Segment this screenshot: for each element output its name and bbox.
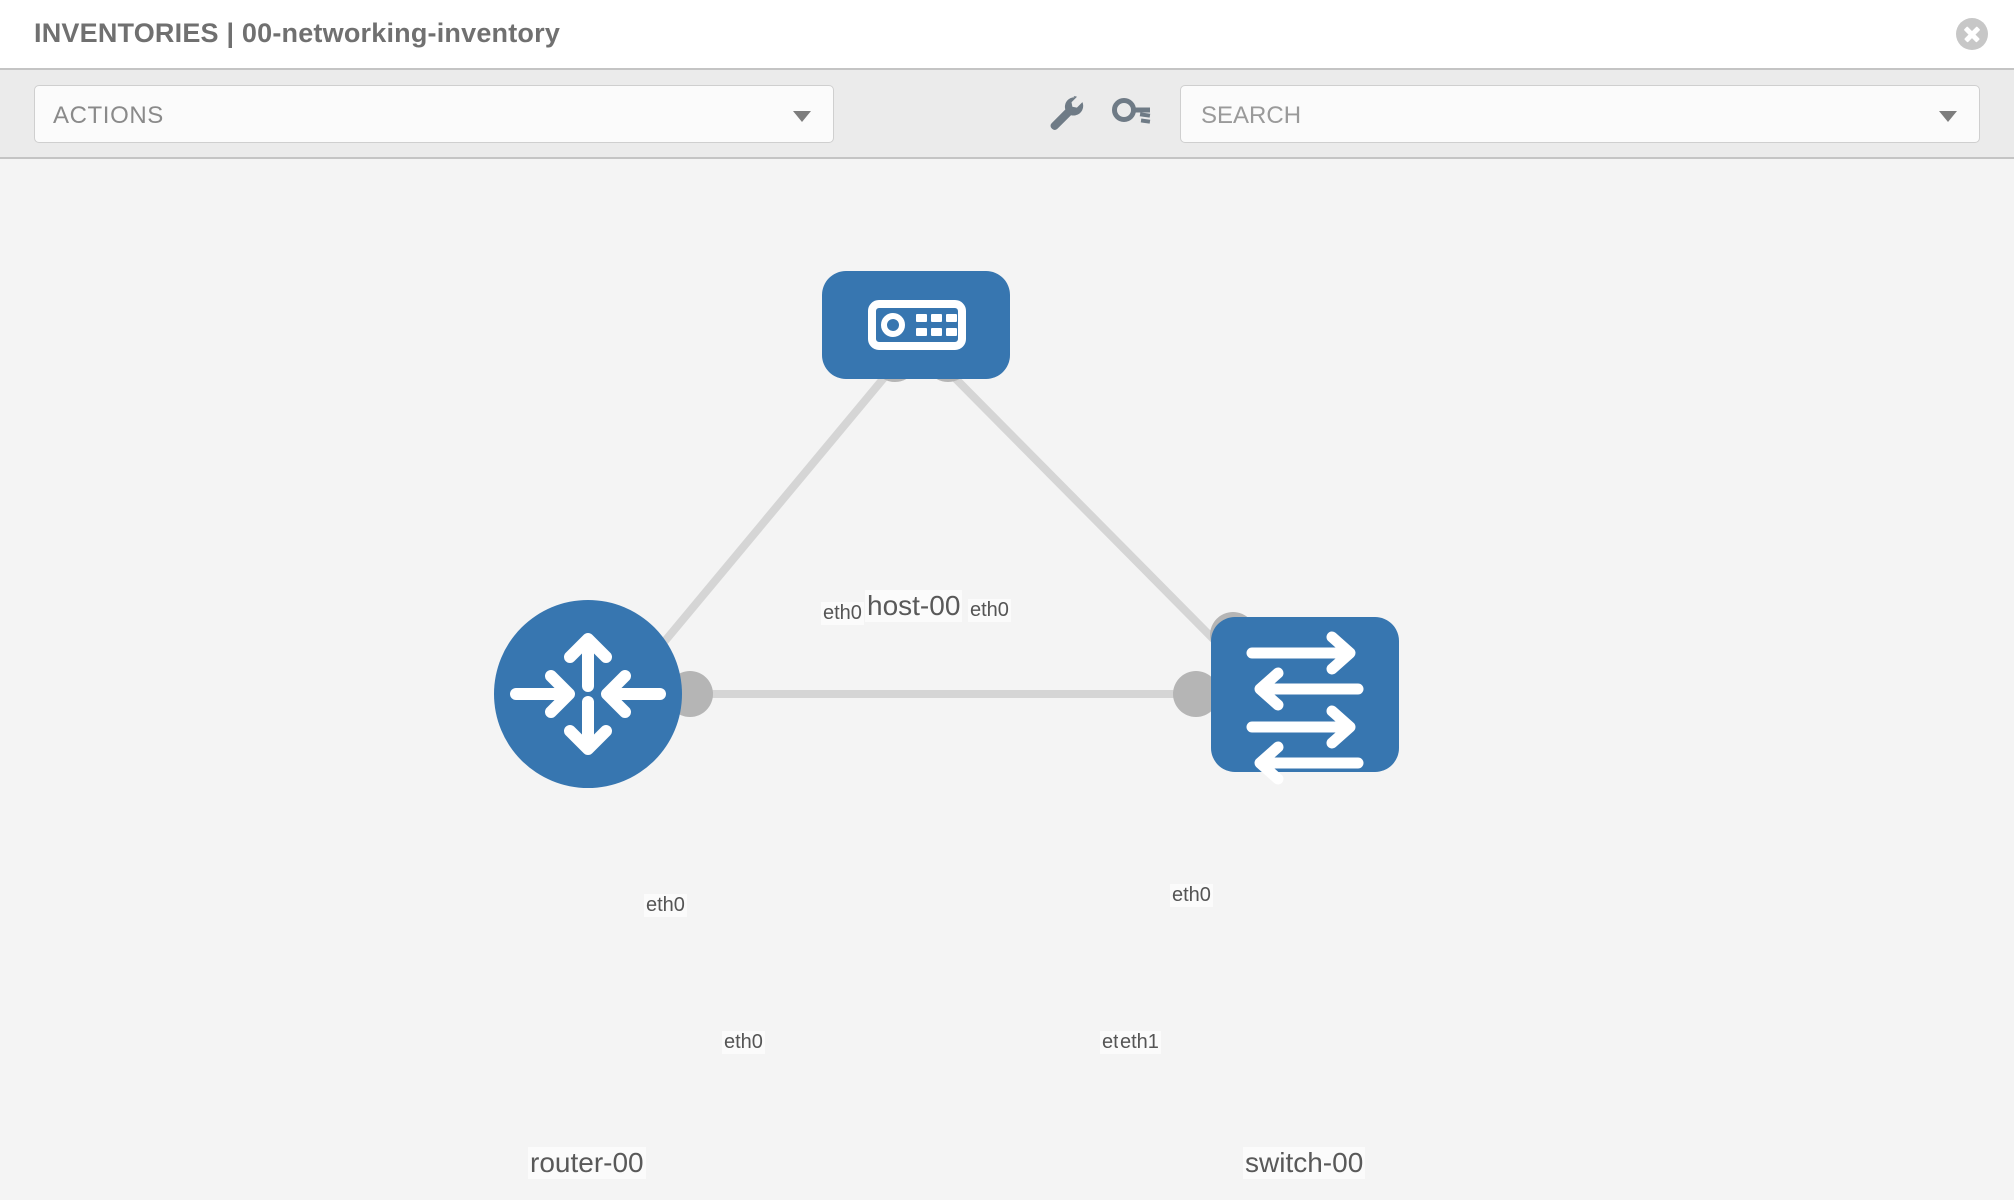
actions-dropdown-label: ACTIONS	[53, 102, 164, 129]
search-chevron-down-icon[interactable]	[1939, 111, 1957, 122]
node-host-00[interactable]	[822, 271, 1010, 379]
switch-arrows-icon	[1246, 631, 1364, 785]
node-label-router-00: router-00	[528, 1147, 646, 1179]
link-host-router[interactable]	[636, 370, 892, 674]
iface-label-host-left: eth0	[821, 602, 864, 625]
page-title: INVENTORIES | 00-networking-inventory	[34, 18, 561, 48]
search-input[interactable]	[1199, 99, 1913, 133]
actions-dropdown[interactable]: ACTIONS	[34, 85, 834, 143]
close-icon[interactable]	[1956, 18, 1988, 50]
node-label-switch-00: switch-00	[1243, 1147, 1366, 1179]
node-router-00[interactable]	[494, 600, 682, 788]
router-arrows-icon	[510, 633, 666, 755]
key-icon[interactable]	[1110, 92, 1152, 134]
toolbar: ACTIONS	[0, 68, 2014, 159]
topology-graph	[494, 271, 1399, 788]
iface-label-switch-up: eth0	[1170, 884, 1213, 907]
link-host-switch[interactable]	[947, 370, 1248, 674]
iface-label-switch-eth1: eth1	[1118, 1031, 1161, 1054]
node-label-host-00: host-00	[865, 590, 963, 622]
iface-label-router-up: eth0	[644, 894, 687, 917]
host-vents-icon	[916, 314, 957, 336]
port-switch-left	[1173, 671, 1219, 717]
node-switch-00[interactable]	[1211, 617, 1399, 785]
topology-canvas[interactable]: eth0 eth0 eth0 eth0 eth0 eth0 eth1 host-…	[0, 159, 2014, 1200]
search-box[interactable]	[1180, 85, 1980, 143]
chevron-down-icon	[793, 111, 811, 122]
iface-label-host-right: eth0	[968, 599, 1011, 622]
page-header: INVENTORIES | 00-networking-inventory	[0, 0, 2014, 68]
host-power-led-icon	[881, 313, 905, 337]
iface-label-router-eth0: eth0	[722, 1031, 765, 1054]
wrench-icon[interactable]	[1044, 92, 1086, 134]
